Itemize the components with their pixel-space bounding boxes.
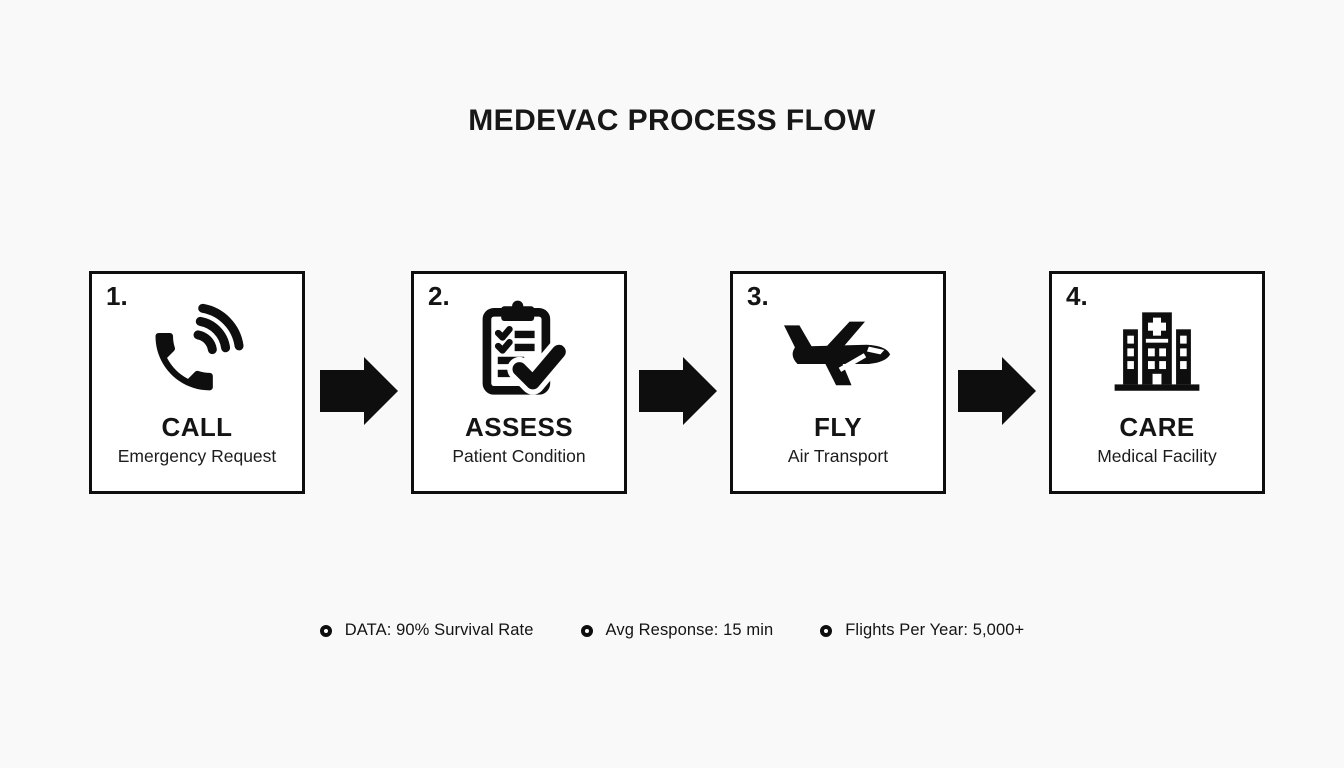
step-number: 4. xyxy=(1066,281,1088,311)
stat-item-response-time: Avg Response: 15 min xyxy=(580,621,774,640)
stat-text: DATA: 90% Survival Rate xyxy=(344,621,534,639)
hospital-icon xyxy=(1052,296,1262,404)
right-arrow-icon xyxy=(958,357,1036,425)
step-box-care: 4. CARE xyxy=(1049,271,1265,494)
step-sublabel: Patient Condition xyxy=(452,446,586,466)
step-label: CARE xyxy=(1119,412,1195,442)
step-label: CALL xyxy=(161,412,233,442)
stat-item-flights-per-year: Flights Per Year: 5,000+ xyxy=(820,621,1024,640)
page-title: MEDEVAC PROCESS FLOW xyxy=(468,104,876,137)
stat-text: Avg Response: 15 min xyxy=(605,621,774,639)
right-arrow-icon xyxy=(639,357,717,425)
step-label: ASSESS xyxy=(465,412,573,442)
right-arrow-icon xyxy=(320,357,398,425)
airplane-icon xyxy=(733,296,943,404)
step-box-fly: 3. FLY Air Transport xyxy=(730,271,946,494)
step-number: 3. xyxy=(747,281,769,311)
step-box-assess: 2. ASSESS Patient Condition xyxy=(411,271,627,494)
circle-icon xyxy=(580,624,593,637)
stats-row: DATA: 90% Survival Rate Avg Response: 15… xyxy=(0,621,1344,640)
step-sublabel: Air Transport xyxy=(787,446,889,466)
step-sublabel: Emergency Request xyxy=(117,446,277,466)
phone-call-icon xyxy=(92,296,302,404)
step-number: 2. xyxy=(428,281,450,311)
step-number: 1. xyxy=(106,281,128,311)
clipboard-check-icon xyxy=(414,296,624,404)
step-sublabel: Medical Facility xyxy=(1097,446,1217,466)
circle-icon xyxy=(319,624,332,637)
step-label: FLY xyxy=(814,412,862,442)
step-box-call: 1. CALL Emergency Request xyxy=(89,271,305,494)
stat-text: Flights Per Year: 5,000+ xyxy=(845,621,1025,639)
stat-item-survival-rate: DATA: 90% Survival Rate xyxy=(319,621,534,640)
circle-icon xyxy=(820,624,833,637)
